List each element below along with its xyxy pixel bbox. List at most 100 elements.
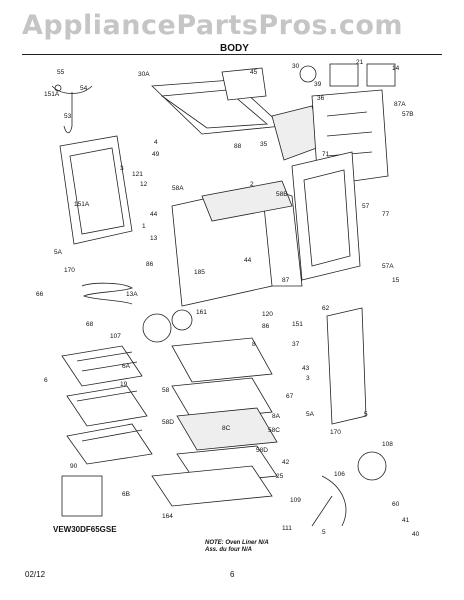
svg-text:19: 19 — [120, 381, 128, 388]
svg-text:40: 40 — [412, 531, 420, 538]
convection-fan-part — [142, 313, 172, 343]
header-rule — [22, 54, 442, 55]
svg-text:39: 39 — [314, 81, 322, 88]
svg-text:49: 49 — [152, 151, 160, 158]
part-30 — [299, 65, 317, 83]
door-frame-part — [59, 135, 133, 245]
svg-text:3: 3 — [306, 375, 310, 382]
svg-text:88: 88 — [234, 143, 242, 150]
svg-text:68: 68 — [86, 321, 94, 328]
svg-text:58D: 58D — [162, 419, 174, 426]
svg-text:4: 4 — [154, 139, 158, 146]
svg-text:151: 151 — [292, 321, 303, 328]
side-frame-part — [291, 151, 361, 281]
svg-text:161: 161 — [196, 309, 207, 316]
svg-text:45: 45 — [250, 69, 258, 76]
svg-text:87A: 87A — [394, 101, 406, 108]
top-cover-part — [151, 67, 283, 135]
svg-text:44: 44 — [150, 211, 158, 218]
svg-text:58A: 58A — [172, 185, 184, 192]
svg-text:58: 58 — [162, 387, 170, 394]
svg-text:77: 77 — [382, 211, 390, 218]
svg-text:107: 107 — [110, 333, 121, 340]
svg-text:67: 67 — [286, 393, 294, 400]
svg-text:25: 25 — [276, 473, 284, 480]
svg-text:170: 170 — [330, 429, 341, 436]
svg-text:1: 1 — [142, 223, 146, 230]
svg-text:185: 185 — [194, 269, 205, 276]
svg-text:5: 5 — [322, 529, 326, 536]
svg-text:71: 71 — [322, 151, 330, 158]
svg-text:6B: 6B — [122, 491, 130, 498]
svg-text:57A: 57A — [382, 263, 394, 270]
svg-text:57: 57 — [362, 203, 370, 210]
page-title: BODY — [220, 43, 249, 54]
svg-text:37: 37 — [292, 341, 300, 348]
oven-cavity-part — [171, 180, 303, 307]
svg-text:30A: 30A — [138, 71, 150, 78]
note-line2: Ass. du four N/A — [205, 547, 253, 553]
date-code: 02/12 — [25, 570, 46, 579]
svg-text:151A: 151A — [44, 91, 60, 98]
svg-text:5A: 5A — [306, 411, 315, 418]
note: NOTE: Oven Liner N/A Ass. du four N/A — [205, 540, 269, 554]
svg-text:3: 3 — [120, 165, 124, 172]
svg-text:8C: 8C — [222, 425, 231, 432]
svg-text:106: 106 — [334, 471, 345, 478]
svg-text:120: 120 — [262, 311, 273, 318]
wire-harness-part — [51, 84, 93, 134]
part-14 — [366, 63, 396, 87]
svg-text:108: 108 — [382, 441, 393, 448]
svg-text:2: 2 — [250, 181, 254, 188]
svg-text:6: 6 — [44, 377, 48, 384]
svg-text:111: 111 — [282, 525, 292, 532]
svg-text:12: 12 — [140, 181, 148, 188]
watermark: AppliancePartsPros.com — [22, 10, 404, 41]
svg-text:15: 15 — [392, 277, 400, 284]
svg-text:54: 54 — [80, 85, 88, 92]
svg-text:62: 62 — [322, 305, 330, 312]
svg-text:151A: 151A — [74, 201, 90, 208]
svg-text:30: 30 — [292, 63, 300, 70]
part-90 — [61, 475, 103, 517]
side-panel-part — [326, 307, 367, 425]
svg-text:121: 121 — [132, 171, 143, 178]
svg-text:8: 8 — [252, 341, 256, 348]
svg-text:66: 66 — [36, 291, 44, 298]
svg-text:164: 164 — [162, 513, 173, 520]
svg-text:86: 86 — [262, 323, 270, 330]
svg-text:14: 14 — [392, 65, 400, 72]
svg-text:13A: 13A — [126, 291, 138, 298]
svg-text:5: 5 — [364, 411, 368, 418]
svg-text:53: 53 — [64, 113, 72, 120]
svg-text:41: 41 — [402, 517, 410, 524]
bake-element-part — [81, 282, 133, 305]
motor-assembly-part — [311, 451, 387, 527]
svg-text:60: 60 — [392, 501, 400, 508]
svg-text:6A: 6A — [122, 363, 131, 370]
gasket-part — [171, 309, 193, 331]
svg-text:35: 35 — [260, 141, 268, 148]
page-number: 6 — [230, 570, 235, 579]
svg-text:58C: 58C — [268, 427, 280, 434]
svg-text:42: 42 — [282, 459, 290, 466]
note-line1: NOTE: Oven Liner N/A — [205, 540, 269, 546]
svg-text:57B: 57B — [402, 111, 414, 118]
svg-text:44: 44 — [244, 257, 252, 264]
svg-text:5A: 5A — [54, 249, 63, 256]
svg-text:55: 55 — [57, 69, 65, 76]
svg-text:13: 13 — [150, 235, 158, 242]
svg-text:8A: 8A — [272, 413, 281, 420]
svg-text:58B: 58B — [276, 191, 288, 198]
svg-text:36: 36 — [317, 95, 325, 102]
part-21 — [329, 63, 359, 87]
svg-text:170: 170 — [64, 267, 75, 274]
svg-text:90: 90 — [70, 463, 78, 470]
model-number: VEW30DF65GSE — [53, 525, 117, 534]
svg-text:109: 109 — [290, 497, 301, 504]
oven-racks-part — [61, 345, 153, 465]
svg-text:21: 21 — [356, 59, 364, 66]
svg-text:86: 86 — [146, 261, 154, 268]
svg-text:43: 43 — [302, 365, 310, 372]
